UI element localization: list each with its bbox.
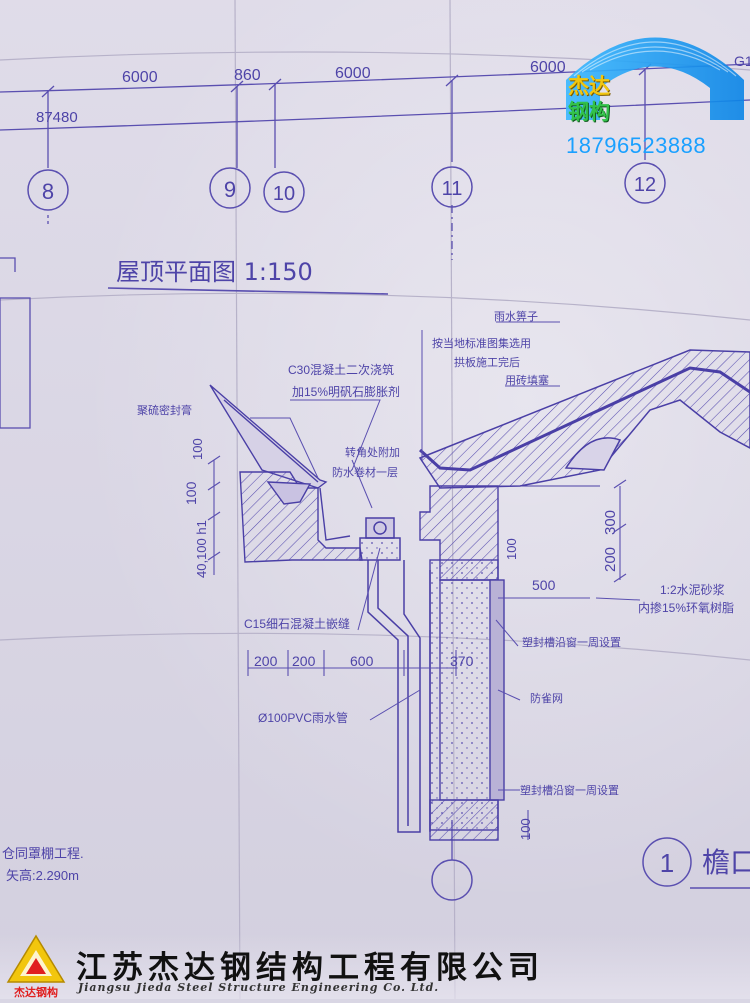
label-c15: C15细石混凝土嵌缝 — [244, 616, 350, 631]
axis-label-9: 9 — [224, 177, 236, 202]
dim-left-100-top: 100 — [190, 438, 205, 460]
dim-left-h1: 40,100 h1 — [194, 520, 209, 578]
axis-label-11: 11 — [442, 178, 463, 200]
detail-number: 1 — [660, 848, 674, 878]
dim-mid-500: 500 — [532, 577, 556, 593]
axis-bubbles — [27, 162, 692, 901]
label-grate-note3: 用砖填塞 — [505, 373, 549, 387]
dim-mid-100: 100 — [504, 538, 519, 560]
grid-dim-4: 6000 — [530, 59, 566, 76]
grid-dim-3: 6000 — [335, 65, 371, 82]
label-c30-2: 加15%明矾石膨胀剂 — [292, 384, 400, 399]
watermark-brand-line1: 杰达 — [568, 74, 610, 98]
footer-bar — [0, 934, 750, 999]
label-mortar-2: 内掺15%环氧树脂 — [638, 600, 734, 615]
label-pvc-pipe: Ø100PVC雨水管 — [258, 710, 348, 725]
watermark-brand-line2: 钢构 — [568, 100, 610, 124]
detail-title: 檐口 — [702, 846, 750, 879]
grid-dim-1: 6000 — [122, 69, 158, 86]
company-name-cn: 江苏杰达钢结构工程有限公司 — [76, 950, 544, 986]
label-bird-net: 防雀网 — [530, 691, 563, 705]
leader-lines — [250, 321, 641, 791]
grid-dim-2: 860 — [234, 67, 261, 84]
company-logo-icon: 杰达钢构 — [6, 934, 66, 999]
dimension-ticks — [207, 455, 627, 840]
dim-bottom-370: 370 — [450, 653, 474, 669]
arch-roof-logo-icon — [566, 37, 744, 120]
label-corner-2: 防水卷材一层 — [332, 465, 398, 479]
axis-label-12: 12 — [634, 174, 656, 196]
label-c30-1: C30混凝土二次浇筑 — [288, 362, 394, 377]
axis-label-8: 8 — [42, 179, 54, 204]
label-mortar-1: 1:2水泥砂浆 — [660, 582, 725, 597]
dim-left-100: 100 — [183, 481, 199, 505]
label-seal-window-1: 塑封槽沿窗一周设置 — [522, 635, 621, 649]
label-sealant: 聚硫密封膏 — [137, 403, 192, 417]
label-grate-note2: 拱板施工完后 — [454, 355, 520, 369]
company-logo: 杰达钢构 — [4, 934, 68, 999]
project-note-2: 矢高:2.290m — [6, 868, 79, 883]
dim-right-300: 300 — [602, 510, 619, 535]
label-rain-grate: 雨水箅子 — [494, 309, 538, 323]
drawing-title: 屋顶平面图 1:150 — [116, 258, 313, 286]
project-note-1: 仓同罩棚工程. — [2, 846, 84, 861]
axis-label-10: 10 — [273, 183, 295, 205]
left-parapet-section — [209, 384, 363, 563]
company-name-en: Jiangsu Jieda Steel Structure Engineerin… — [78, 981, 440, 994]
watermark-phone: 18796523888 — [566, 133, 707, 158]
company-logo-text: 杰达钢构 — [14, 985, 58, 999]
title-underline — [107, 287, 750, 889]
grid-dimension-lines — [0, 63, 750, 860]
dim-bottom-600: 600 — [350, 653, 374, 669]
right-wall-section — [419, 485, 600, 841]
grid-edge-label: G1 — [734, 53, 750, 69]
grid-total-dim: 87480 — [36, 109, 78, 126]
label-seal-window-2: 塑封槽沿窗一周设置 — [520, 783, 619, 797]
left-partial-outline — [0, 257, 31, 429]
dim-bottom-100: 100 — [518, 818, 533, 840]
dim-bottom-200a: 200 — [254, 653, 278, 669]
label-grate-note1: 按当地标准图集选用 — [432, 336, 531, 350]
dim-right-200: 200 — [602, 547, 619, 572]
dim-bottom-200b: 200 — [292, 653, 316, 669]
label-corner-1: 转角处附加 — [345, 445, 400, 459]
